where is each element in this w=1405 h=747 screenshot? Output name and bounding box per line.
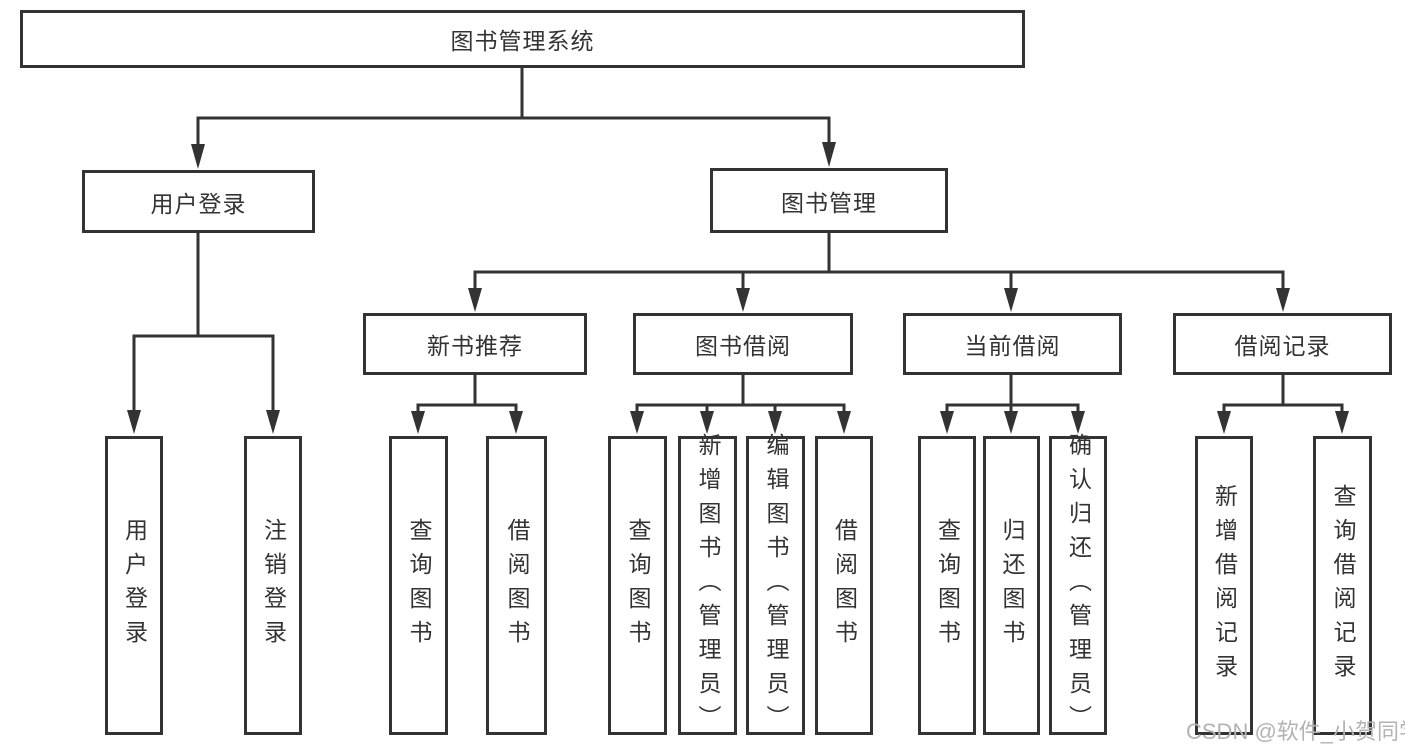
node-new-book-rec: 新书推荐	[363, 313, 587, 375]
leaf-br-add-record-label: 新增借阅记录	[1211, 483, 1238, 688]
leaf-logout: 注销登录	[244, 436, 302, 735]
node-borrow-record: 借阅记录	[1173, 313, 1392, 375]
leaf-cb-return-books: 归还图书	[983, 436, 1040, 735]
leaf-user-login: 用户登录	[105, 436, 163, 735]
leaf-bb-query-books-label: 查询图书	[625, 517, 651, 654]
node-current-borrow: 当前借阅	[903, 313, 1122, 375]
node-user-login-branch-label: 用户登录	[150, 190, 247, 217]
leaf-br-query-record-label: 查询借阅记录	[1330, 483, 1356, 688]
node-book-mgmt-branch: 图书管理	[710, 168, 948, 233]
node-borrow-record-label: 借阅记录	[1234, 333, 1331, 359]
leaf-bb-borrow-books-label: 借阅图书	[831, 517, 858, 654]
leaf-cb-query-books: 查询图书	[918, 436, 976, 735]
leaf-bb-add-books-admin: 新增图书（管理员）	[678, 433, 737, 739]
node-new-book-rec-label: 新书推荐	[427, 333, 523, 359]
leaf-bb-query-books: 查询图书	[608, 436, 667, 735]
leaf-bb-edit-books-admin-label: 编辑图书（管理员）	[763, 432, 789, 739]
node-current-borrow-label: 当前借阅	[964, 333, 1061, 359]
leaf-rec-borrow-books-label: 借阅图书	[504, 517, 530, 654]
leaf-cb-return-books-label: 归还图书	[999, 517, 1025, 654]
leaf-br-query-record: 查询借阅记录	[1313, 436, 1372, 735]
node-root-label: 图书管理系统	[450, 28, 595, 54]
node-book-borrow: 图书借阅	[633, 313, 853, 375]
leaf-rec-query-books-label: 查询图书	[406, 517, 432, 654]
leaf-bb-edit-books-admin: 编辑图书（管理员）	[746, 433, 805, 739]
node-book-mgmt-branch-label: 图书管理	[781, 189, 877, 216]
leaf-rec-query-books: 查询图书	[389, 436, 448, 735]
leaf-cb-query-books-label: 查询图书	[934, 517, 961, 654]
leaf-br-add-record: 新增借阅记录	[1195, 436, 1253, 735]
leaf-bb-add-books-admin-label: 新增图书（管理员）	[695, 432, 721, 739]
node-root: 图书管理系统	[20, 10, 1025, 68]
leaf-cb-confirm-return-admin-label: 确认归还（管理员）	[1065, 432, 1092, 739]
leaf-cb-confirm-return-admin: 确认归还（管理员）	[1049, 433, 1107, 739]
leaf-logout-label: 注销登录	[260, 517, 287, 654]
csdn-watermark: CSDN @软件_小贺同学	[1186, 719, 1405, 744]
leaf-bb-borrow-books: 借阅图书	[815, 436, 873, 735]
leaf-rec-borrow-books: 借阅图书	[486, 436, 547, 735]
leaf-user-login-label: 用户登录	[121, 517, 148, 654]
node-user-login-branch: 用户登录	[82, 170, 315, 233]
node-book-borrow-label: 图书借阅	[695, 333, 791, 359]
